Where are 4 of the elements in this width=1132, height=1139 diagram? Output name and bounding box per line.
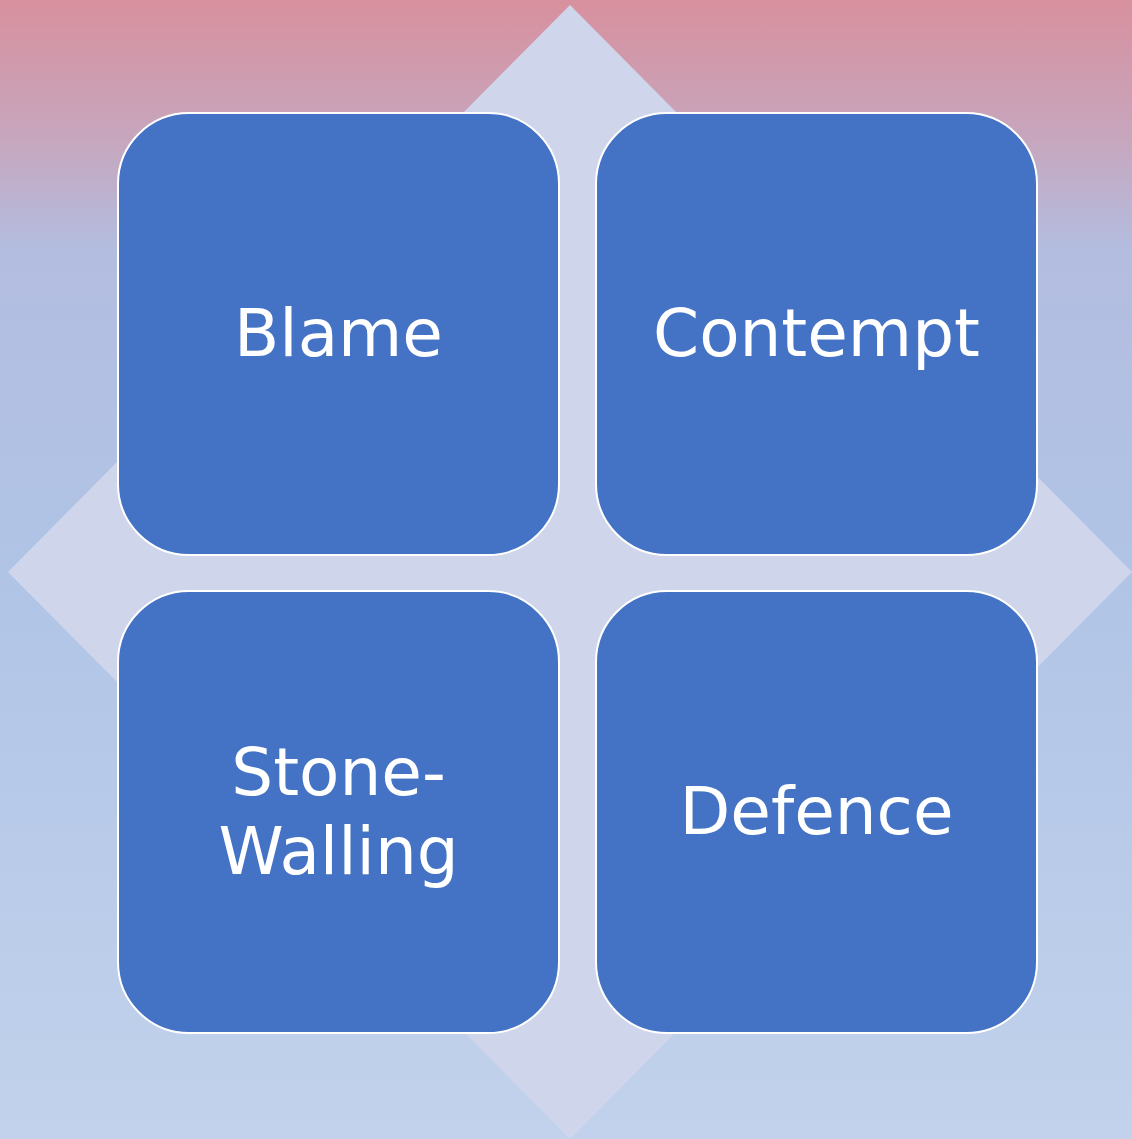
box-label: Stone- Walling (217, 732, 460, 892)
box-label: Blame (234, 294, 443, 374)
box-label: Defence (679, 772, 954, 852)
box-label: Contempt (653, 294, 980, 374)
